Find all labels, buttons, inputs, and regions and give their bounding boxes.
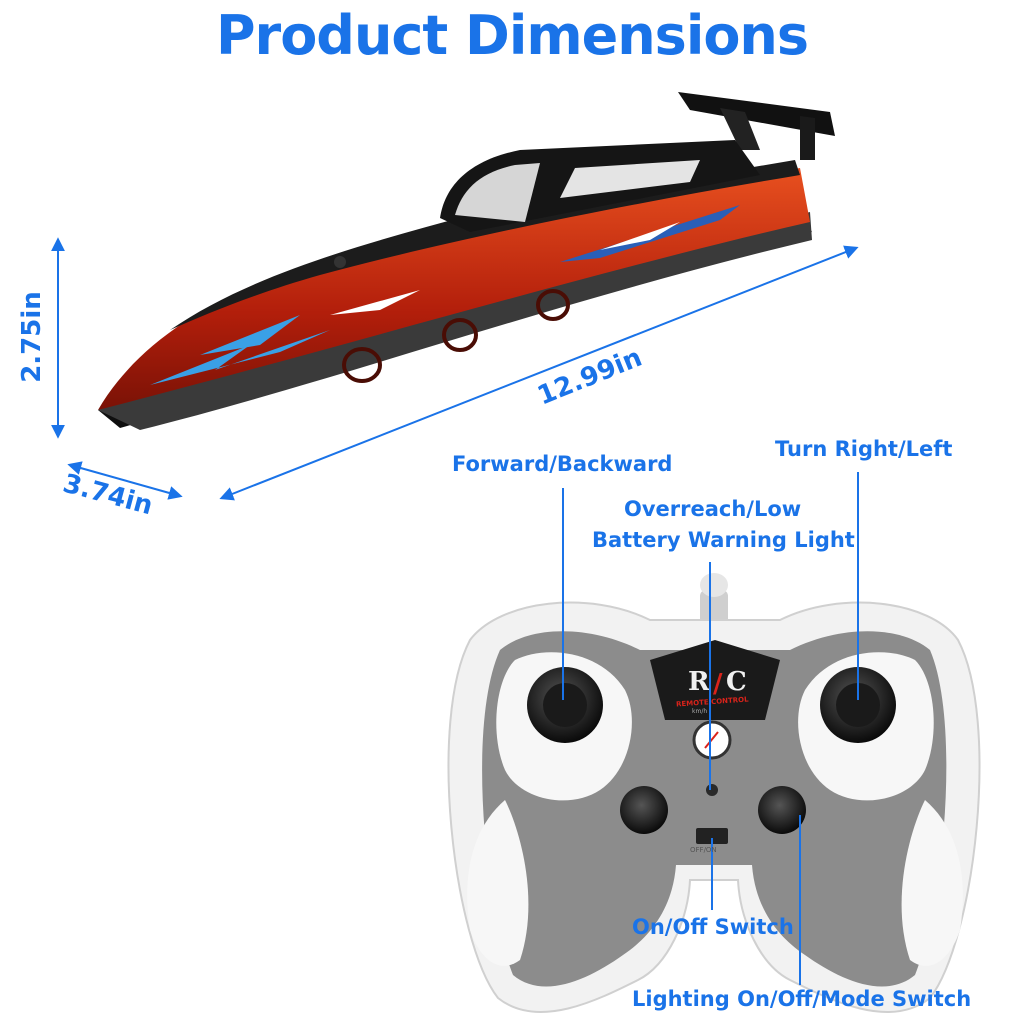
height-label: 2.75in (16, 291, 47, 383)
length-arrow (219, 245, 859, 501)
warning-light-label-line2: Battery Warning Light (592, 528, 855, 552)
svg-text:/: / (713, 669, 723, 699)
svg-text:C: C (726, 667, 747, 697)
warning-light-label-line1: Overreach/Low (624, 497, 802, 521)
forward-backward-label: Forward/Backward (452, 452, 673, 476)
switch-marking: OFF/ON (690, 846, 717, 854)
turn-label: Turn Right/Left (775, 437, 953, 461)
page-title: Product Dimensions (215, 4, 809, 67)
lighting-switch-label: Lighting On/Off/Mode Switch (632, 987, 972, 1011)
width-arrow (67, 461, 183, 500)
remote-unit: km/h (692, 708, 708, 715)
power-switch-label: On/Off Switch (632, 915, 794, 939)
boat-illustration (98, 92, 835, 430)
remote-controller-illustration: R / C (447, 573, 981, 1014)
svg-text:R: R (688, 667, 710, 697)
